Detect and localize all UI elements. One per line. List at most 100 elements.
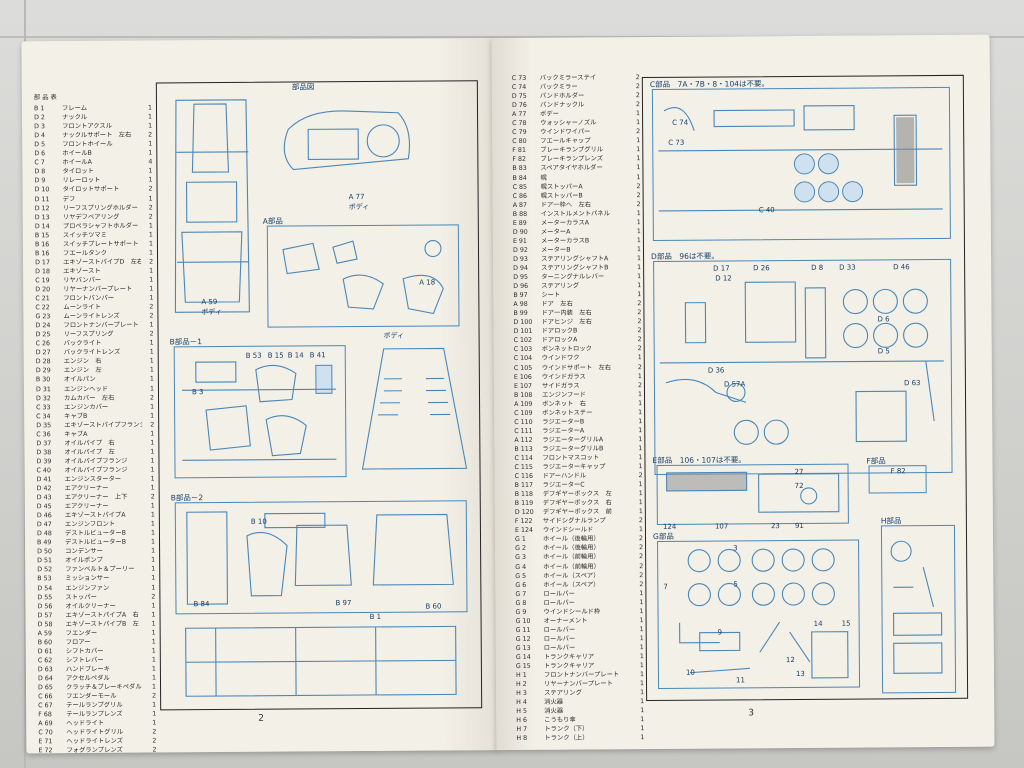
part-qty: 2 [152, 728, 157, 736]
part-code: D 12 [34, 204, 50, 212]
part-qty: 2 [149, 394, 155, 402]
part-code: H 8 [516, 735, 528, 743]
label-d33: D 33 [839, 263, 856, 272]
frame-part-drawing [185, 625, 457, 697]
part-code: G 23 [35, 313, 51, 321]
part-code: C 86 [512, 192, 528, 200]
part-code: E 72 [38, 747, 53, 754]
part-qty: 1 [636, 227, 641, 235]
label-g9: 9 [717, 628, 723, 637]
part-code: D 35 [36, 421, 52, 429]
part-qty: 1 [149, 294, 154, 302]
part-code: F 122 [514, 518, 533, 526]
part-code: D 25 [35, 331, 51, 339]
label-b60: B 60 [425, 602, 442, 611]
label-e91: 91 [794, 521, 804, 530]
a-parts-drawing [282, 239, 444, 315]
part-qty: 1 [639, 644, 644, 652]
part-code: C 26 [35, 340, 51, 348]
part-code: G 2 [515, 545, 526, 553]
part-qty: 1 [639, 607, 644, 615]
part-qty: 1 [151, 656, 156, 664]
part-code: H 2 [516, 681, 527, 689]
part-qty: 1 [148, 122, 153, 130]
label-e23: 23 [770, 522, 780, 531]
part-qty: 2 [148, 185, 153, 193]
part-qty: 2 [150, 421, 155, 429]
part-code: F 82 [512, 156, 527, 164]
part-code: D 28 [35, 358, 51, 366]
part-code: D 64 [37, 675, 53, 683]
part-qty: 1 [640, 725, 645, 733]
label-g14: 14 [813, 619, 823, 628]
part-qty: 1 [640, 689, 645, 697]
part-qty: 1 [150, 466, 155, 474]
label-b15: B 15 [267, 351, 284, 360]
part-qty: 1 [637, 354, 642, 362]
part-qty: 2 [635, 92, 640, 100]
part-code: H 5 [516, 708, 527, 716]
part-code: B 15 [34, 231, 50, 240]
part-qty: 2 [637, 309, 642, 317]
part-qty: 1 [638, 463, 643, 471]
part-qty: 1 [148, 194, 153, 203]
part-code: G 12 [515, 635, 531, 643]
part-code: C 116 [514, 472, 534, 481]
label-e72: 72 [794, 481, 804, 491]
part-code: D 95 [513, 273, 529, 281]
h-parts-drawing [890, 540, 943, 674]
page-number-right: 3 [748, 708, 755, 719]
label-g15: 15 [841, 619, 851, 628]
label-d6: D 6 [877, 315, 890, 324]
label-g7: 7 [663, 582, 668, 591]
part-code: C 79 [512, 129, 527, 137]
label-b97: B 97 [335, 599, 352, 608]
part-qty: 1 [151, 602, 156, 610]
part-qty: 1 [149, 384, 154, 392]
part-code: D 42 [36, 485, 52, 493]
part-qty: 1 [637, 390, 643, 398]
part-code: A 77 [512, 111, 527, 119]
part-qty: 1 [148, 249, 154, 257]
part-qty: 1 [639, 589, 644, 597]
part-code: D 61 [37, 648, 53, 656]
part-code: D 48 [36, 530, 52, 538]
part-code: D 47 [36, 521, 52, 529]
part-qty: 1 [639, 680, 645, 688]
label-g3: 3 [733, 544, 738, 553]
part-qty: 1 [152, 719, 157, 727]
part-qty: 2 [637, 300, 642, 308]
label-g12: 12 [785, 656, 795, 665]
part-qty: 1 [150, 502, 155, 510]
part-qty: 2 [638, 472, 643, 480]
part-qty: 1 [638, 408, 643, 416]
part-code: G 8 [515, 599, 527, 607]
fender-part-drawing [174, 99, 250, 313]
part-qty: 2 [637, 327, 642, 335]
part-qty: 2 [149, 330, 154, 338]
part-qty: 1 [638, 490, 643, 498]
part-code: B 16 [34, 240, 50, 249]
part-code: C 62 [37, 657, 53, 665]
label-d8: D 8 [811, 263, 824, 272]
part-code: D 29 [35, 367, 51, 375]
part-qty: 1 [149, 321, 154, 329]
part-code: G 14 [515, 653, 531, 661]
part-qty: 1 [150, 457, 155, 465]
part-qty: 1 [149, 267, 154, 275]
part-code: D 57 [37, 611, 53, 619]
part-code: C 111 [514, 427, 533, 435]
part-code: D 17 [35, 259, 50, 267]
part-code: A 112 [514, 436, 533, 444]
part-qty: 1 [150, 529, 155, 537]
part-qty: 1 [638, 426, 643, 434]
part-qty: 1 [636, 236, 641, 244]
part-code: D 43 [36, 494, 52, 502]
part-code: D 27 [35, 349, 51, 357]
part-code: E 91 [512, 237, 527, 245]
part-code: C 70 [38, 729, 53, 737]
part-qty: 4 [148, 158, 153, 166]
part-qty: 1 [151, 683, 157, 691]
